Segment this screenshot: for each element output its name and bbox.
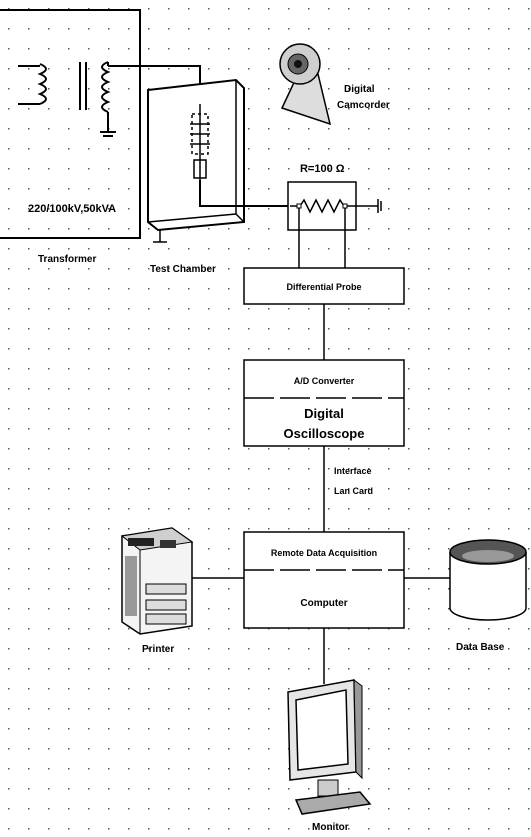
computer-label: Computer [300,598,347,609]
ad-converter-label: A/D Converter [294,376,355,386]
digital-oscilloscope-label-line1: Digital [304,406,344,421]
transformer-rating: 220/100kV,50kVA [28,203,116,215]
test-chamber [147,78,290,243]
resistor-box [287,181,382,268]
remote-data-acquisition-label: Remote Data Acquisition [271,548,377,558]
printer-icon [120,527,194,635]
interface-label-line1: Interface [334,466,372,476]
monitor-icon [287,678,372,815]
transformer: 220/100kV,50kVA [0,9,201,239]
oscilloscope-box [243,359,405,447]
database-icon [449,539,527,621]
interface-label-line2: Lan Card [334,486,373,496]
camcorder-label-line1: Digital [344,84,375,95]
camcorder-icon [279,43,332,126]
camcorder-label-line2: Camcorder [337,100,390,111]
monitor-caption: Monitor [312,822,349,833]
printer-caption: Printer [142,644,174,655]
database-caption: Data Base [456,642,505,653]
digital-oscilloscope-label-line2: Oscilloscope [284,426,365,441]
insulator-sample-icon [190,104,210,180]
differential-probe-label: Differential Probe [286,282,361,292]
test-chamber-caption: Test Chamber [150,264,216,275]
resistor-label: R=100 Ω [300,163,345,175]
transformer-caption: Transformer [38,254,96,265]
computer-box [243,531,405,629]
resistor-icon [299,198,345,214]
